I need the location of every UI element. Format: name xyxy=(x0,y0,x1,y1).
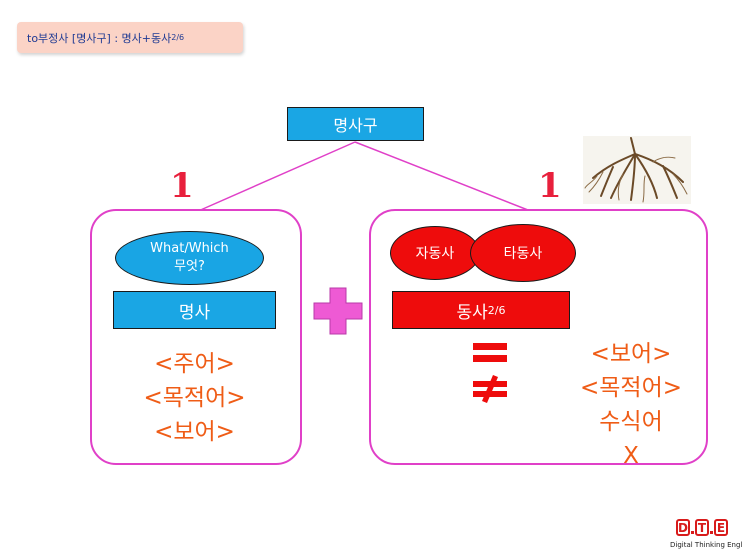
logo-caption: Digital Thinking English xyxy=(670,541,743,549)
logo-dot-1 xyxy=(691,531,694,534)
not-equal-icon xyxy=(473,375,507,403)
connector-left xyxy=(195,141,356,213)
slide-title-sup: 2/6 xyxy=(171,33,185,42)
verb-roles: <보어> <목적어> 수식어 X xyxy=(556,337,706,473)
left-count: 1 xyxy=(170,166,194,206)
logo-letter-t: T xyxy=(695,519,709,536)
noun-role-object: <목적어> xyxy=(143,385,246,411)
root-node: 명사구 xyxy=(287,107,424,141)
equal-icon xyxy=(473,343,507,362)
question-line-2: 무엇? xyxy=(174,259,205,274)
verb-bar-label: 동사 xyxy=(456,302,488,323)
intransitive-label: 자동사 xyxy=(415,246,455,262)
noun-bar: 명사 xyxy=(113,291,276,329)
plus-icon xyxy=(313,287,363,335)
noun-role-complement: <보어> xyxy=(154,419,235,445)
transitive-label: 타동사 xyxy=(503,246,543,262)
verb-role-none: X xyxy=(623,443,639,469)
transitive-oval: 타동사 xyxy=(470,224,576,282)
right-count: 1 xyxy=(538,166,562,206)
verb-bar-sup: 2/6 xyxy=(487,303,506,317)
slide-title-text: to부정사 [명사구] : 명사+동사 xyxy=(27,31,172,45)
roots-image xyxy=(583,136,691,204)
verb-role-object: <목적어> xyxy=(579,375,683,401)
logo-letter-e: E xyxy=(714,519,728,536)
intransitive-oval: 자동사 xyxy=(390,226,480,280)
question-oval: What/Which 무엇? xyxy=(115,231,264,285)
root-node-label: 명사구 xyxy=(333,116,378,135)
connector-right xyxy=(354,141,534,213)
logo-dot-2 xyxy=(710,531,713,534)
dte-logo: D T E xyxy=(676,519,728,536)
noun-bar-label: 명사 xyxy=(178,302,211,323)
verb-role-modifier: 수식어 xyxy=(599,409,663,435)
verb-role-complement: <보어> xyxy=(590,341,672,367)
question-line-1: What/Which xyxy=(150,241,229,256)
noun-roles: <주어> <목적어> <보어> xyxy=(112,347,277,449)
logo-letter-d: D xyxy=(676,519,690,536)
noun-role-subject: <주어> xyxy=(154,351,235,377)
